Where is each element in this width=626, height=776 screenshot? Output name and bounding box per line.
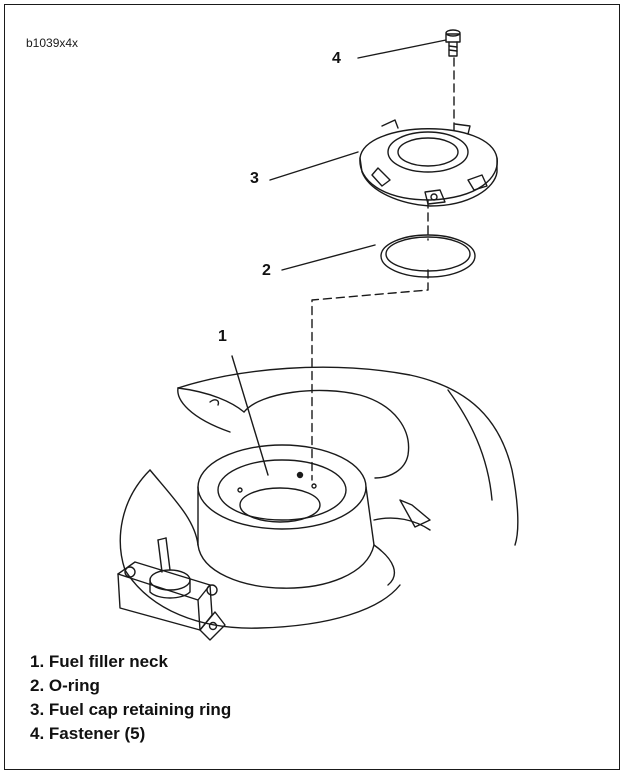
figure-id: b1039x4x	[26, 36, 79, 50]
legend-item-fastener: 4. Fastener (5)	[30, 724, 146, 743]
legend-item-o-ring: 2. O-ring	[30, 676, 100, 695]
callout-4: 4	[332, 50, 341, 67]
parts-legend: 1. Fuel filler neck 2. O-ring 3. Fuel ca…	[30, 650, 231, 746]
callout-2: 2	[262, 262, 271, 279]
fastener	[445, 29, 461, 57]
fuel-tank-shell	[119, 366, 519, 571]
figure-frame	[4, 4, 620, 770]
fuel-cap-retaining-ring	[359, 119, 498, 207]
alignment-line	[311, 57, 455, 481]
base-plate	[124, 469, 431, 629]
leader-lines	[231, 39, 447, 476]
fuel-filler-neck	[197, 444, 396, 589]
legend-item-fuel-filler-neck: 1. Fuel filler neck	[30, 652, 168, 671]
legend-item-fuel-cap-retaining-ring: 3. Fuel cap retaining ring	[30, 700, 232, 719]
sender-housing	[117, 537, 226, 641]
callout-1: 1	[218, 328, 227, 345]
callout-3: 3	[250, 170, 259, 187]
